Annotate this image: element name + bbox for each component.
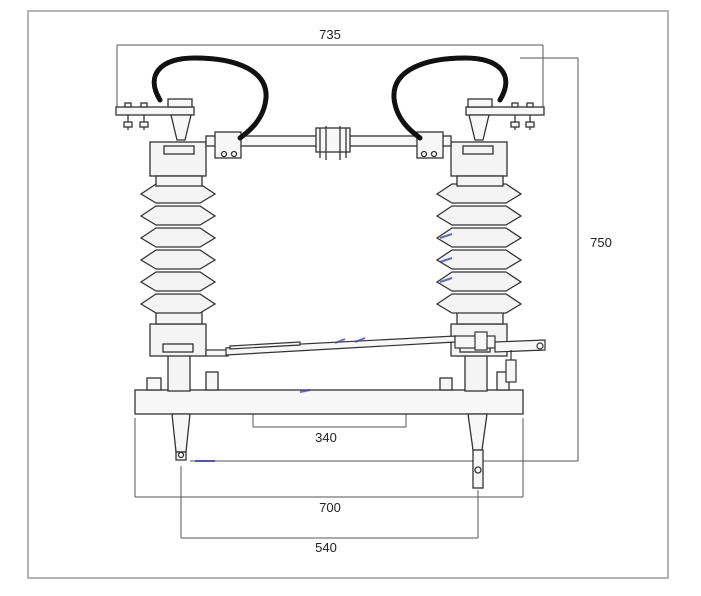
right-terminal-pad bbox=[465, 98, 545, 141]
left-terminal-pad bbox=[115, 98, 195, 141]
operating-linkage bbox=[205, 331, 546, 383]
dim-top-width: 735 bbox=[319, 27, 341, 42]
left-base-terminal bbox=[171, 413, 191, 461]
top-switch-blade bbox=[205, 126, 452, 160]
right-base-terminal bbox=[467, 413, 488, 489]
page-frame bbox=[27, 10, 669, 579]
right-insulator bbox=[435, 141, 523, 392]
dim-base-width: 700 bbox=[319, 500, 341, 515]
right-flexible-cable bbox=[391, 55, 509, 141]
dim-leg-spacing: 540 bbox=[315, 540, 337, 555]
dimension-lines bbox=[116, 44, 579, 539]
left-insulator bbox=[139, 141, 217, 392]
dim-height: 750 bbox=[590, 235, 612, 250]
left-flexible-cable bbox=[151, 55, 269, 141]
blue-marks bbox=[195, 233, 453, 462]
dim-inner-width: 340 bbox=[315, 430, 337, 445]
base-frame bbox=[134, 371, 524, 415]
